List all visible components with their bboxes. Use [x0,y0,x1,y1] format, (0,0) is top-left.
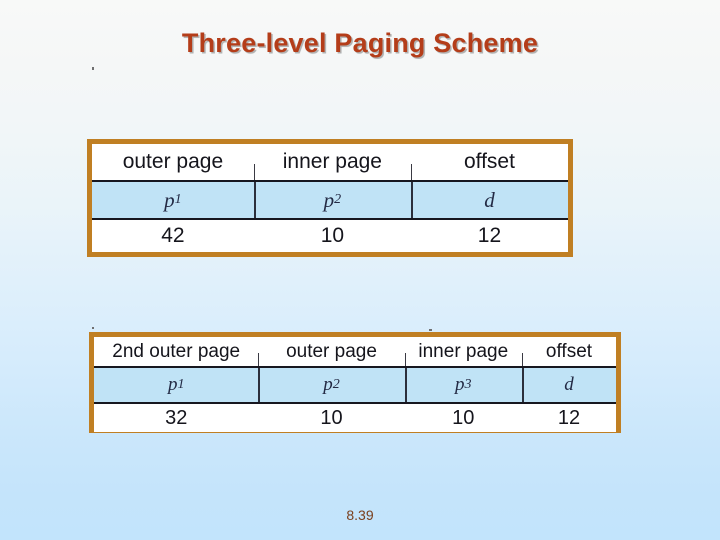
column-header-2nd-outer-page: 2nd outer page [112,340,241,362]
scan-speck [92,327,94,329]
symbol-cell-d: d [522,368,616,402]
bits-cell-offset: 12 [557,406,581,429]
symbol-subscript: 2 [332,377,340,392]
column-tick-divider [258,353,260,366]
column-tick-divider [253,164,255,180]
column-divider [522,368,525,402]
symbol-letter: p [323,374,333,395]
bits-cell-inner-page: 10 [452,406,475,429]
scan-speck [429,329,432,331]
slide-number: 8.39 [346,507,374,523]
symbol-letter: p [455,374,465,395]
symbol-letter: p [323,187,335,212]
symbol-subscript: 1 [174,192,182,207]
table-bits-row: 42 10 12 [92,220,568,252]
bits-cell-inner-page: 10 [320,224,345,247]
column-header-outer-page: outer page [286,340,377,362]
symbol-subscript: 1 [177,377,185,392]
symbol-letter: d [484,187,495,212]
symbol-letter: p [164,187,175,212]
bits-cell-2nd-outer-page: 32 [165,406,188,429]
symbol-letter: d [564,374,574,395]
symbol-letter: p [167,374,178,395]
symbol-subscript: 3 [464,377,472,392]
bits-cell-outer-page: 42 [161,224,185,247]
bits-cell-offset: 12 [477,224,502,247]
symbol-cell-d: d [411,182,568,218]
column-header-outer-page: outer page [122,150,224,173]
column-tick-divider [522,353,524,366]
page-title: Three-level Paging Scheme [181,28,539,58]
table-header-row: outer page inner page offset [92,144,568,182]
column-header-offset: offset [545,340,593,362]
scan-speck [92,67,94,70]
column-header-inner-page: inner page [282,150,382,173]
column-divider [410,182,413,218]
column-tick-divider [410,164,412,180]
column-header-offset: offset [463,150,515,173]
column-divider [253,182,256,218]
four-level-paging-table: 2nd outer page outer page inner page off… [89,332,621,433]
table-bits-row: 32 10 10 12 [94,404,616,432]
table-header-row: 2nd outer page outer page inner page off… [94,337,616,368]
column-header-inner-page: inner page [418,340,509,362]
bits-cell-outer-page: 10 [320,406,343,429]
column-divider [258,368,261,402]
symbol-subscript: 2 [334,192,342,207]
column-divider [404,368,407,402]
column-tick-divider [404,353,406,366]
